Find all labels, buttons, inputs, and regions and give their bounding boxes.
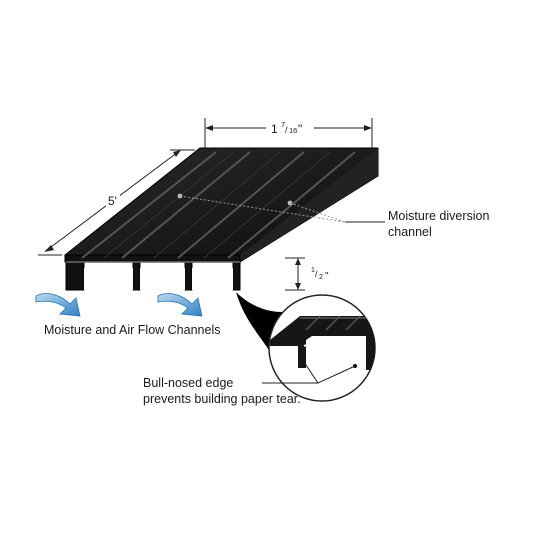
length-dimension: 5' bbox=[38, 149, 195, 256]
width-inch-mark: " bbox=[298, 122, 302, 136]
width-slash: / bbox=[285, 125, 288, 135]
ridge-line bbox=[203, 151, 331, 259]
channel-cutout bbox=[192, 263, 233, 290]
flow-arrow-icon bbox=[35, 293, 81, 317]
height-inch-mark: " bbox=[325, 271, 329, 282]
width-denominator: 16 bbox=[289, 126, 297, 135]
ridge-line bbox=[177, 151, 305, 259]
zoom-profile bbox=[270, 316, 375, 370]
ridge-line bbox=[81, 151, 217, 259]
height-slash: / bbox=[315, 269, 318, 279]
bullnose-label-2: prevents building paper tear. bbox=[143, 392, 301, 406]
channel-cutout bbox=[84, 263, 133, 290]
ridge-line bbox=[153, 151, 281, 259]
height-denominator: 2 bbox=[319, 274, 323, 281]
diversion-marker bbox=[177, 193, 385, 223]
diversion-leader bbox=[289, 202, 346, 223]
width-dimension: 1 7 / 16 " bbox=[204, 118, 373, 148]
ridge-line bbox=[227, 151, 356, 259]
bullnose-label: Bull-nosed edge bbox=[143, 376, 233, 390]
moisture-diversion-label: Moisture diversion bbox=[388, 209, 489, 223]
ridge-line bbox=[121, 151, 251, 259]
width-numerator: 7 bbox=[281, 120, 285, 129]
channel-cutout bbox=[140, 263, 185, 290]
zoom-circle bbox=[268, 294, 376, 402]
ridge-line bbox=[103, 151, 235, 259]
zoom-callout bbox=[236, 292, 376, 402]
flow-channels-label: Moisture and Air Flow Channels bbox=[44, 323, 220, 337]
moisture-diversion-label-2: channel bbox=[388, 225, 432, 239]
length-label: 5' bbox=[108, 194, 117, 208]
end-face bbox=[240, 148, 378, 262]
width-whole: 1 bbox=[271, 122, 278, 136]
height-dimension: 1 / 2 " bbox=[285, 257, 329, 291]
vent-strip bbox=[64, 147, 379, 291]
height-numerator: 1 bbox=[311, 267, 315, 274]
flow-arrow-icon bbox=[157, 293, 203, 317]
